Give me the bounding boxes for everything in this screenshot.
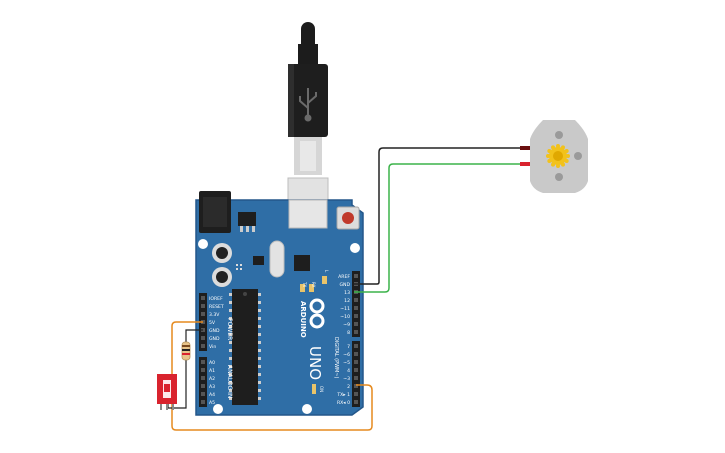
- pin-label: IOREF: [209, 296, 223, 302]
- led-dots: [236, 264, 242, 270]
- header-pin[interactable]: [201, 304, 205, 308]
- led-label-rx: RX: [311, 282, 316, 288]
- resistor[interactable]: [181, 341, 191, 361]
- pin-label: 12: [344, 298, 350, 304]
- pin-label: ~5: [343, 360, 350, 366]
- pin-label: ~10: [340, 314, 350, 320]
- crystal: [269, 240, 285, 278]
- pin-label: ~11: [340, 306, 350, 312]
- pin-label: ~9: [343, 322, 350, 328]
- dc-motor[interactable]: [520, 120, 588, 193]
- header-pin[interactable]: [201, 400, 205, 404]
- header-pin[interactable]: [354, 344, 358, 348]
- dc-motor-icon: [546, 144, 570, 168]
- pin-label: GND: [209, 336, 220, 342]
- header-pin[interactable]: [201, 336, 205, 340]
- header-pin[interactable]: [201, 312, 205, 316]
- header-pin[interactable]: [354, 330, 358, 334]
- mounting-hole: [302, 404, 312, 414]
- pin-label: 2: [347, 384, 350, 390]
- pin-label: 13: [344, 290, 350, 296]
- onboard-leds: TX RX L: [300, 270, 329, 292]
- mounting-hole: [213, 404, 223, 414]
- pin-label: A2: [209, 376, 215, 382]
- pin-label: GND: [339, 282, 350, 288]
- arduino-uno-board[interactable]: TX RX L ARDUINO UNO ON POWER ANALOG IN D…: [195, 191, 364, 416]
- header-pin[interactable]: [201, 368, 205, 372]
- header-pin[interactable]: [354, 352, 358, 356]
- header-pin[interactable]: [201, 384, 205, 388]
- usb-chip: [294, 255, 310, 271]
- pin-label: A3: [209, 384, 215, 390]
- header-pin[interactable]: [201, 344, 205, 348]
- header-pin[interactable]: [201, 392, 205, 396]
- pin-label: 4: [347, 368, 350, 374]
- voltage-regulator: [238, 212, 256, 226]
- header-pin[interactable]: [354, 368, 358, 372]
- digital-header-bottom[interactable]: 7 ~6 ~5 4 ~3 2TX▸ 1 RX◂ 0: [336, 341, 360, 407]
- on-label: ON: [319, 386, 324, 392]
- header-pin[interactable]: [201, 360, 205, 364]
- header-pin[interactable]: [354, 314, 358, 318]
- pin-label: 7: [347, 344, 350, 350]
- brand-text: ARDUINO: [299, 301, 307, 338]
- smd-chip: [253, 256, 264, 265]
- wire-black-gnd[interactable]: [354, 147, 527, 285]
- header-pin[interactable]: [354, 322, 358, 326]
- on-led: [312, 384, 316, 394]
- slide-switch[interactable]: [157, 374, 177, 410]
- pin-label: 3.3V: [209, 312, 220, 318]
- reset-button[interactable]: [336, 206, 360, 230]
- header-pin[interactable]: [354, 274, 358, 278]
- analog-header-label: ANALOG IN: [226, 365, 233, 398]
- power-header-label: POWER: [226, 318, 233, 340]
- wire-black-gnd-switch[interactable]: [185, 329, 203, 342]
- pin-label: AREF: [338, 274, 350, 280]
- header-pin[interactable]: [354, 306, 358, 310]
- mounting-hole: [350, 243, 360, 253]
- mounting-hole: [198, 239, 208, 249]
- header-pin[interactable]: [354, 376, 358, 380]
- wire-orange-5v[interactable]: [171, 321, 373, 431]
- header-pin[interactable]: [201, 376, 205, 380]
- model-text: UNO: [306, 346, 324, 380]
- atmega-chip: [229, 289, 261, 405]
- usb-socket: [288, 199, 328, 229]
- led-label-tx: TX: [302, 281, 307, 287]
- header-pin[interactable]: [201, 296, 205, 300]
- pin-label: A4: [209, 392, 215, 398]
- pin-label: GND: [209, 328, 220, 334]
- pin-label: 5V: [209, 320, 216, 326]
- pin-label: ~6: [343, 352, 350, 358]
- header-pin[interactable]: [354, 400, 358, 404]
- digital-header-label: DIGITAL (PWM~): [333, 337, 339, 379]
- pin-label: Vin: [209, 344, 216, 350]
- header-pin[interactable]: [354, 298, 358, 302]
- header-pin[interactable]: [354, 360, 358, 364]
- usb-cable[interactable]: [287, 22, 329, 231]
- capacitor: [212, 243, 232, 287]
- pin-label: ~3: [343, 376, 350, 382]
- led-label-l: L: [324, 270, 329, 273]
- arduino-logo: [309, 298, 325, 329]
- pin-label: 8: [347, 330, 350, 336]
- wire-green-pin13[interactable]: [354, 163, 527, 293]
- header-pin[interactable]: [354, 384, 358, 388]
- pin-label: A0: [209, 360, 215, 366]
- pin-label: RX◂ 0: [337, 400, 350, 406]
- pin-label: A5: [209, 400, 215, 406]
- pin-label: TX▸ 1: [336, 392, 350, 398]
- header-pin[interactable]: [354, 392, 358, 396]
- usb-icon: [299, 88, 317, 122]
- pin-label: RESET: [209, 304, 224, 310]
- pin-label: A1: [209, 368, 215, 374]
